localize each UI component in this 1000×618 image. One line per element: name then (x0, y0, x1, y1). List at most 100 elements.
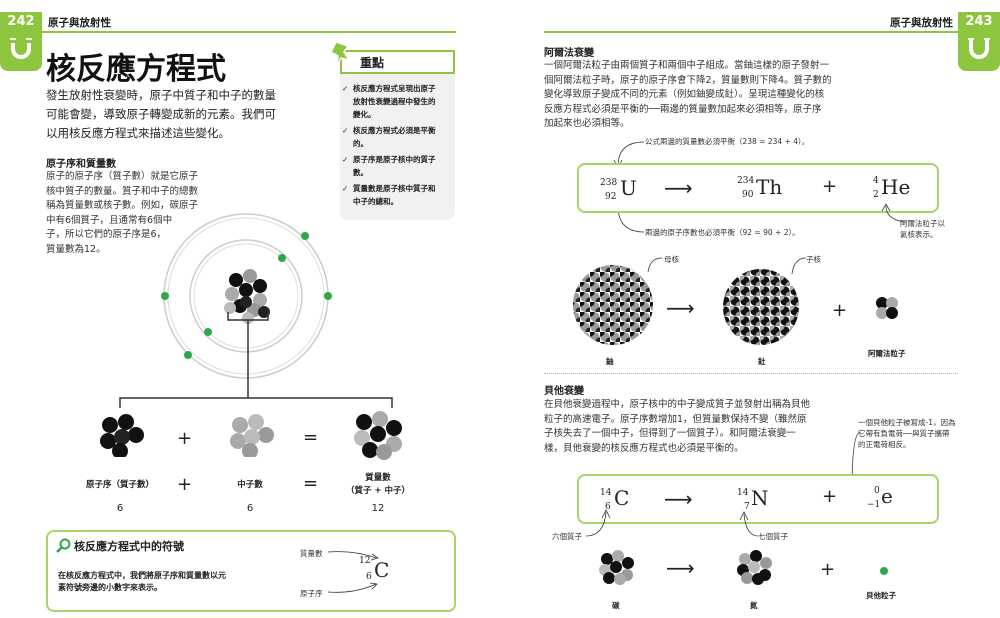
n-symbol: N (751, 486, 769, 510)
plus-sign: + (177, 428, 193, 449)
u-number: 92 (605, 192, 617, 202)
key-point: ✓ 質量數是原子核中質子和中子的總和。 (342, 184, 436, 206)
carbon-nucleus (599, 550, 634, 585)
section-body-atomic-mass: 原子的原子序（質子數）就是它原子核中質子的數量。質子和中子的總數稱為質量數或核子… (46, 171, 199, 255)
electron (161, 292, 169, 300)
protons-cluster (100, 414, 144, 457)
e-symbol: e (881, 484, 893, 508)
label-six-protons: 六個質子 (552, 532, 582, 541)
carbon-nucleus (224, 269, 270, 324)
n-mass: 14 (737, 488, 749, 498)
label-daughter: 子核 (806, 255, 821, 264)
carbon-atom-diagram (161, 213, 332, 379)
value-atomic-number: 6 (116, 503, 124, 514)
arrow: ⟶ (664, 176, 693, 200)
he-number: 2 (873, 190, 879, 200)
c-number: 6 (605, 502, 611, 512)
he-symbol: He (881, 175, 911, 199)
he-mass: 4 (873, 176, 879, 186)
plus-sign: + (177, 474, 193, 495)
label-mass-number: 質量數（質子 + 中子） (345, 473, 411, 496)
symbol-box-text: 在核反應方程式中，我們將原子序和質量數以元素符號旁邊的小數字來表示。 (58, 571, 226, 592)
magnet-icon (10, 38, 32, 59)
alpha-note-right: 阿爾法粒子以氦核表示。 (900, 219, 945, 239)
key-points-header (340, 50, 455, 74)
symbol-box-title: 核反應方程式中的符號 (74, 540, 184, 553)
thorium-nucleus (723, 269, 799, 345)
page-number-left: 242 (0, 12, 42, 32)
u-mass: 238 (600, 178, 618, 188)
symbol-box: 核反應方程式中的符號 在核反應方程式中，我們將原子序和質量數以元素符號旁邊的小數… (46, 530, 456, 612)
electron (324, 292, 332, 300)
label-arrows (327, 551, 379, 593)
c-mass: 14 (600, 488, 612, 498)
header-rule-left (42, 31, 456, 33)
he-note-arrow (881, 203, 907, 223)
magnet-icon (968, 38, 990, 59)
page-tab-right (958, 31, 1000, 71)
page-title: 核反應方程式 (46, 52, 226, 87)
label-parent: 母核 (664, 255, 679, 264)
label-uranium: 鈾 (606, 357, 614, 366)
proton-arrows (585, 509, 759, 537)
pin-icon (330, 41, 351, 67)
nitrogen-nucleus (737, 550, 772, 585)
value-neutron-number: 6 (246, 503, 254, 514)
u-symbol: U (620, 176, 637, 200)
page-tab-left (0, 31, 42, 71)
th-mass: 234 (737, 176, 755, 186)
label-beta-particle: 貝他粒子 (866, 591, 896, 600)
label-thorium: 釷 (758, 357, 766, 366)
section-title-beta: 貝他衰變 (544, 386, 584, 397)
label-seven-protons: 七個質子 (758, 532, 788, 541)
parent-arrows (647, 257, 807, 275)
plus-sign: + (820, 559, 836, 580)
key-point: ✓ 核反應方程式呈現出原子放射性衰變過程中發生的變化。 (342, 84, 436, 119)
equals-sign: = (303, 427, 319, 448)
uranium-nucleus (573, 265, 653, 345)
e-mass: 0 (874, 486, 880, 496)
arrow: ⟶ (666, 556, 695, 580)
page-header-right: 原子與放射性 (890, 17, 953, 29)
section-title-atomic-mass: 原子序和質量數 (46, 159, 116, 170)
key-point: ✓ 原子序是原子核中的質子數。 (342, 155, 436, 177)
arrow: ⟶ (666, 296, 695, 320)
label-alpha-particle: 阿爾法粒子 (868, 349, 906, 358)
th-number: 90 (742, 190, 754, 200)
section-body-alpha: 一個阿爾法粒子由兩個質子和兩個中子組成。當鈾這樣的原子發射一個阿爾法粒子時，原子… (544, 60, 832, 129)
plus-sign: + (832, 300, 848, 321)
key-points-list: ✓ 核反應方程式呈現出原子放射性衰變過程中發生的變化。 ✓ 核反應方程式必須是平… (340, 82, 455, 208)
symbol-atomic: 6 (366, 572, 372, 582)
header-rule-right (544, 31, 958, 33)
arrow: ⟶ (664, 487, 693, 511)
symbol-element: C (374, 558, 390, 582)
beta-particle (880, 567, 888, 575)
th-symbol: Th (756, 175, 783, 199)
magnifier-icon (56, 538, 71, 553)
electron (204, 328, 212, 336)
alpha-note-bottom: 兩邊的原子序數也必須平衡（92 = 90 + 2）。 (645, 228, 800, 237)
symbol-mass: 12 (359, 556, 371, 566)
electron (301, 232, 309, 240)
key-point: ✓ 核反應方程式必須是平衡的。 (342, 126, 436, 148)
key-points-title: 重點 (360, 56, 385, 70)
beta-equation-box (577, 474, 939, 524)
label-neutron-number: 中子數 (237, 480, 263, 490)
neutrons-cluster (230, 414, 274, 457)
plus-sign: + (822, 486, 838, 507)
key-points-box: 重點 ✓ 核反應方程式呈現出原子放射性衰變過程中發生的變化。 ✓ 核反應方程式必… (340, 50, 455, 220)
label-nitrogen: 氮 (750, 601, 758, 610)
alpha-equation-box (577, 163, 939, 213)
page-header-left: 原子與放射性 (48, 17, 111, 29)
electron (184, 351, 192, 359)
section-divider (544, 373, 958, 374)
plus-sign: + (822, 176, 838, 197)
value-mass-number: 12 (371, 503, 385, 514)
mass-number-label: 質量數 (300, 549, 323, 558)
section-body-beta: 在貝他衰變過程中，原子核中的中子變成質子並發射出稱為貝他粒子的高速電子。原子序數… (544, 399, 811, 454)
c-symbol: C (614, 486, 630, 510)
e-number: −1 (867, 500, 881, 510)
label-atomic-number: 原子序（質子數） (85, 480, 154, 490)
label-carbon: 碳 (612, 601, 620, 610)
atomic-number-label: 原子序 (300, 589, 323, 598)
